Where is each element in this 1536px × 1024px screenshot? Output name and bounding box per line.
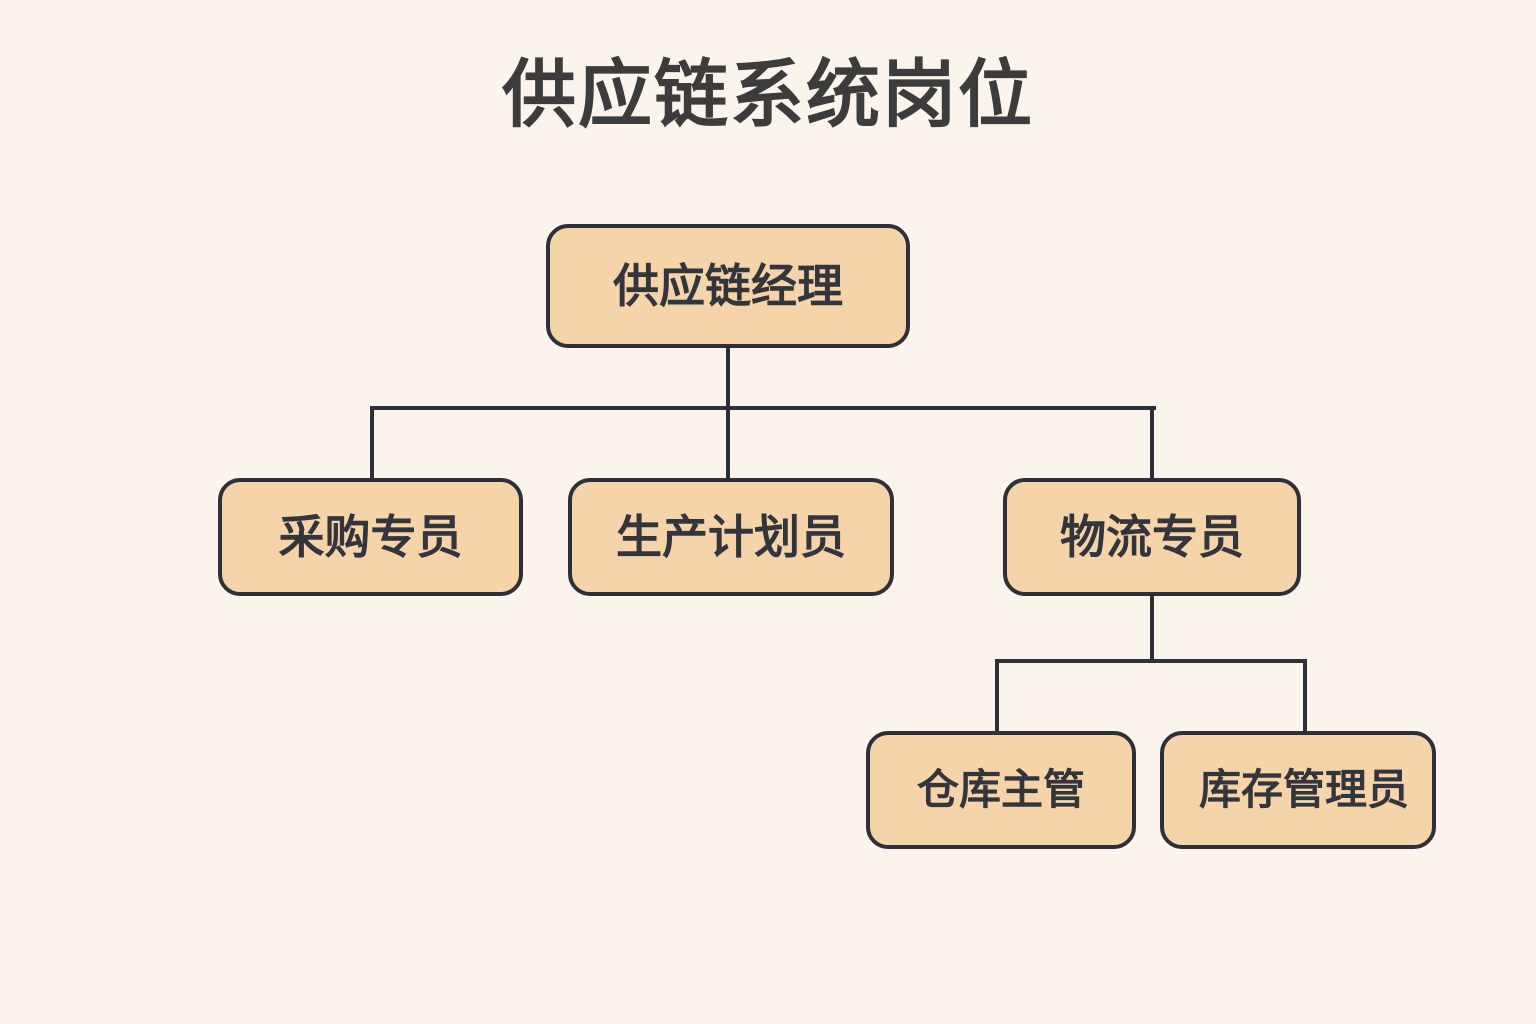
connector-drop-warehouse [995,659,999,733]
connector-level2-bus [995,659,1307,663]
org-node-label: 库存管理员 [1198,766,1409,813]
org-node-label: 供应链经理 [613,260,843,312]
org-node-procurement-specialist[interactable]: 采购专员 [218,478,523,596]
page-title: 供应链系统岗位 [502,53,1034,136]
org-node-label: 生产计划员 [616,511,846,563]
connector-logistics-stem [1150,596,1154,663]
connector-drop-inventory [1303,659,1307,733]
connector-root-stem [726,348,730,410]
connector-drop-planner [726,406,730,480]
org-node-logistics-specialist[interactable]: 物流专员 [1003,478,1301,596]
org-node-production-planner[interactable]: 生产计划员 [568,478,894,596]
org-node-inventory-manager[interactable]: 库存管理员 [1160,731,1436,849]
connector-drop-logistics [1150,406,1154,480]
org-node-label: 仓库主管 [916,766,1085,813]
org-node-supply-chain-manager[interactable]: 供应链经理 [546,224,910,348]
connector-drop-procurement [370,406,374,480]
org-node-label: 物流专员 [1060,511,1244,563]
connector-level1-bus [372,406,1156,410]
org-node-label: 采购专员 [278,511,463,563]
org-node-warehouse-supervisor[interactable]: 仓库主管 [866,731,1136,849]
